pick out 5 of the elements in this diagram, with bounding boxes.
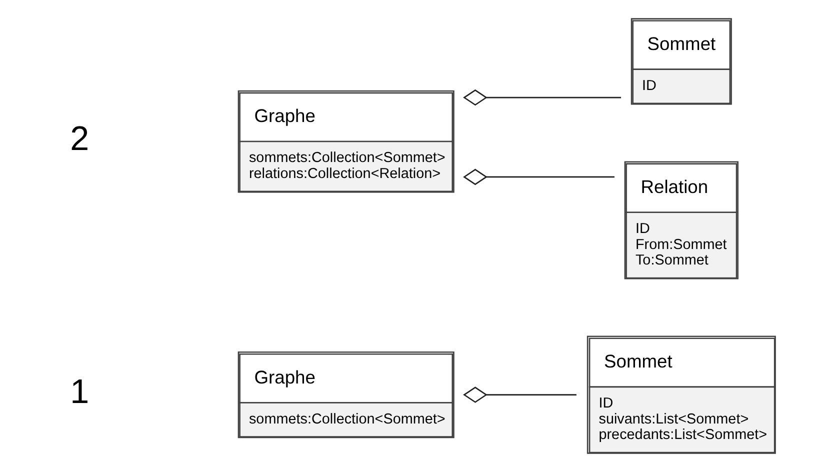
label: 2 <box>70 120 89 158</box>
connector <box>462 89 621 106</box>
connector <box>462 168 614 186</box>
connector <box>462 386 576 403</box>
label: 1 <box>70 373 89 412</box>
